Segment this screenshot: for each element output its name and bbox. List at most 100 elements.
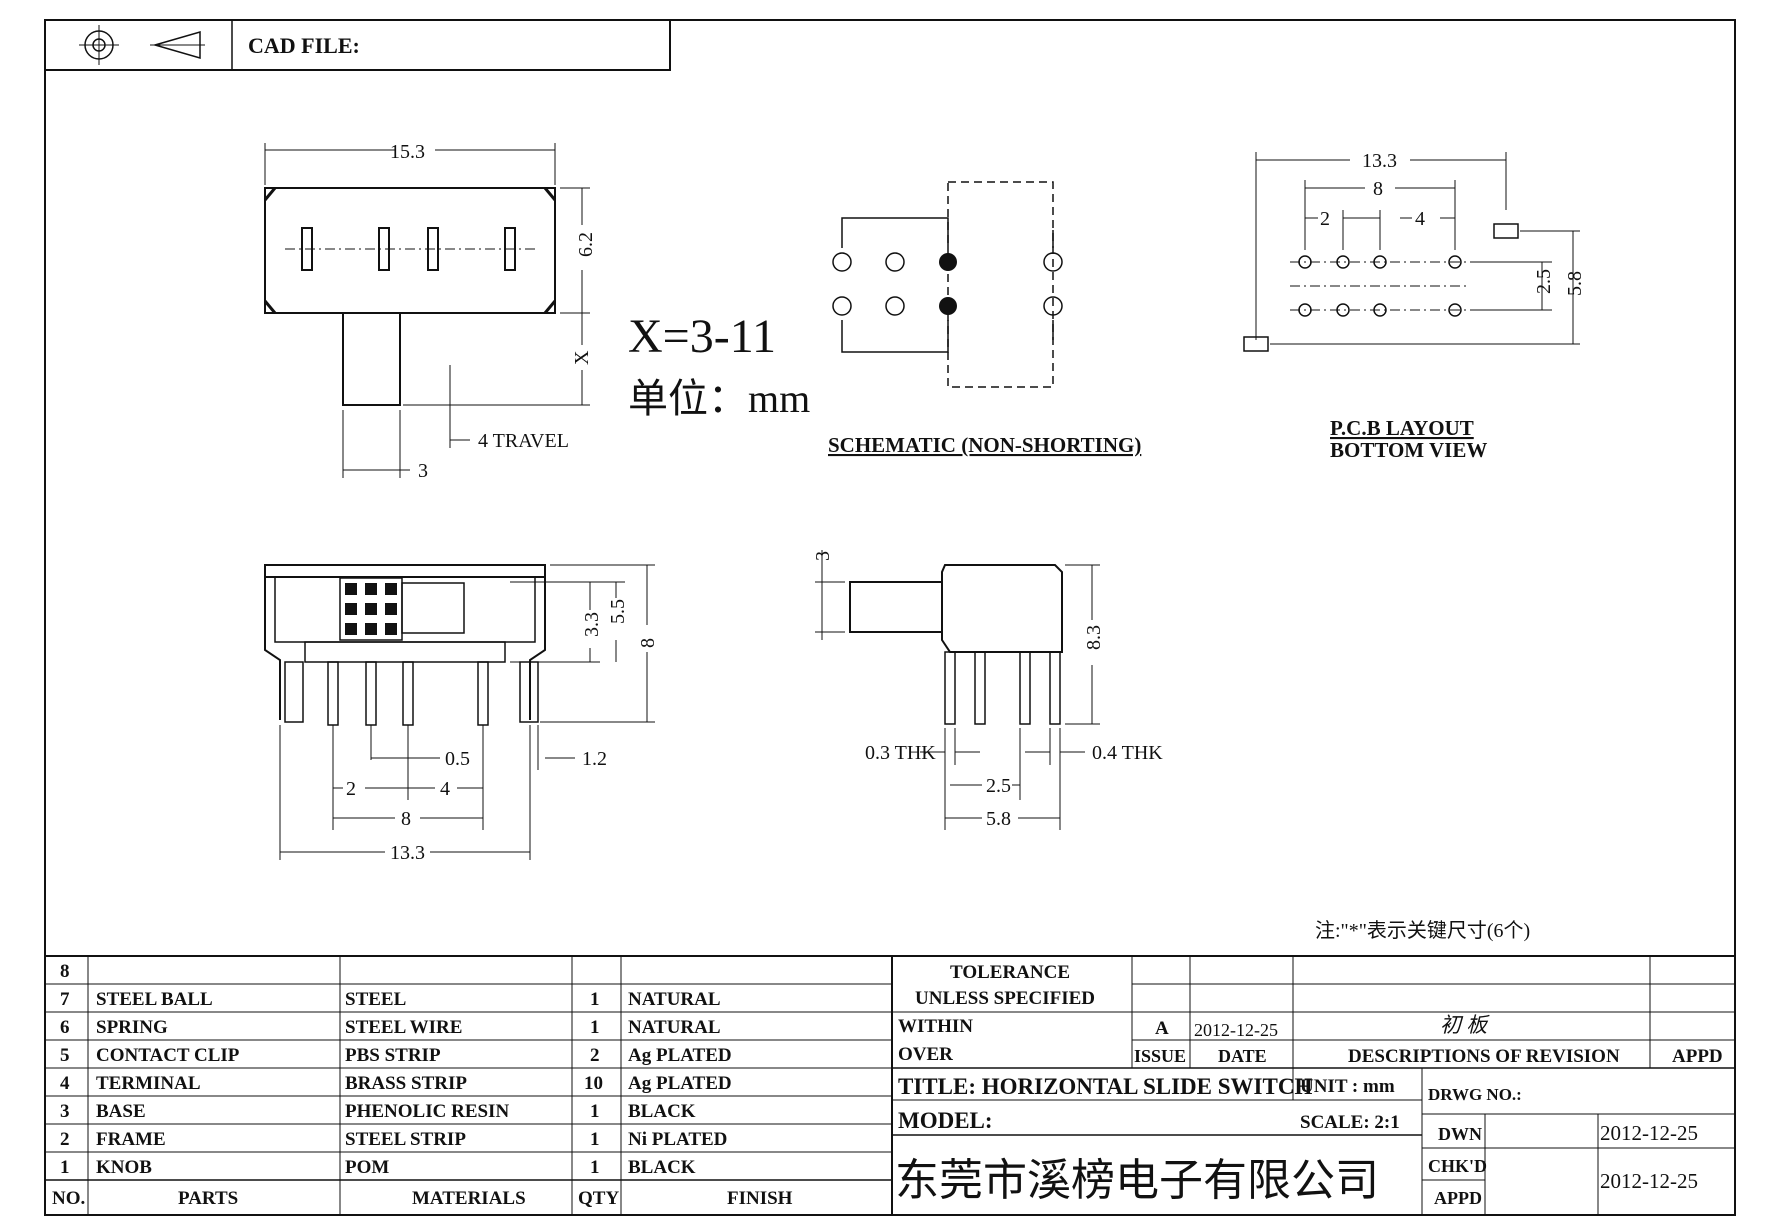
front-dim-total-width: 13.3	[390, 842, 425, 864]
svg-text:PHENOLIC RESIN: PHENOLIC RESIN	[345, 1101, 509, 1122]
svg-text:BLACK: BLACK	[628, 1101, 696, 1122]
dwn-date: 2012-12-25	[1600, 1121, 1698, 1145]
front-dim-pin: 0.5	[445, 748, 470, 770]
issue-value: A	[1155, 1018, 1169, 1039]
svg-text:8: 8	[60, 961, 70, 982]
svg-text:3: 3	[60, 1101, 70, 1122]
svg-text:1: 1	[590, 1017, 600, 1038]
pcb-layout: 13.3 8 2 4 2.5 5.8 P.C.B LAYOUT	[1243, 150, 1586, 462]
svg-text:STEEL WIRE: STEEL WIRE	[345, 1017, 462, 1038]
svg-text:STEEL: STEEL	[345, 989, 406, 1010]
side-dim-thk-left: 0.3 THK	[865, 742, 936, 764]
pcb-dim-outer: 5.8	[1564, 271, 1586, 296]
bom-row-6: 6 SPRING STEEL WIRE 1 NATURAL	[60, 1017, 721, 1038]
svg-text:CONTACT CLIP: CONTACT CLIP	[96, 1045, 240, 1066]
unit-label: UNIT : mm	[1300, 1076, 1395, 1097]
chk-date: 2012-12-25	[1600, 1169, 1698, 1193]
svg-text:FRAME: FRAME	[96, 1129, 166, 1150]
pcb-caption-1: P.C.B LAYOUT	[1330, 416, 1474, 440]
side-dim-height: 8.3	[1083, 625, 1105, 650]
svg-text:STEEL BALL: STEEL BALL	[96, 989, 213, 1010]
svg-text:2: 2	[590, 1045, 600, 1066]
pcb-dim-rows: 2.5	[1533, 269, 1555, 294]
svg-text:NATURAL: NATURAL	[628, 989, 721, 1010]
bom-row-3: 3 BASE PHENOLIC RESIN 1 BLACK	[60, 1101, 696, 1122]
pcb-dim-left: 2	[1320, 208, 1330, 230]
front-dim-mid: 5.5	[607, 599, 629, 624]
schematic: SCHEMATIC (NON-SHORTING)	[828, 181, 1141, 457]
svg-text:FINISH: FINISH	[727, 1188, 793, 1209]
within-label: WITHIN	[898, 1016, 973, 1037]
side-dim-knob: 3	[812, 551, 834, 561]
pcb-caption-2: BOTTOM VIEW	[1330, 438, 1487, 462]
svg-text:TERMINAL: TERMINAL	[96, 1073, 201, 1094]
svg-text:2: 2	[60, 1129, 70, 1150]
svg-text:10: 10	[584, 1073, 603, 1094]
front-dim-total: 8	[637, 638, 659, 648]
svg-text:NO.: NO.	[52, 1188, 85, 1209]
appd2-label: APPD	[1434, 1188, 1482, 1208]
side-dim-width: 5.8	[986, 808, 1011, 830]
unit-note: 单位：mm	[628, 376, 810, 421]
chkd-label: CHK'D	[1428, 1156, 1487, 1176]
svg-text:1: 1	[590, 1129, 600, 1150]
svg-text:POM: POM	[345, 1157, 389, 1178]
tolerance-line-1: TOLERANCE	[950, 962, 1070, 983]
appd-label: APPD	[1672, 1046, 1723, 1067]
tolerance-line-2: UNLESS SPECIFIED	[915, 988, 1095, 1009]
svg-text:BRASS STRIP: BRASS STRIP	[345, 1073, 467, 1094]
svg-text:BASE: BASE	[96, 1101, 146, 1122]
side-dim-thk-right: 0.4 THK	[1092, 742, 1163, 764]
svg-text:1: 1	[60, 1157, 70, 1178]
svg-text:KNOB: KNOB	[96, 1157, 152, 1178]
schematic-caption: SCHEMATIC (NON-SHORTING)	[828, 433, 1141, 457]
bom-table: 8 7 STEEL BALL STEEL 1 NATURAL 6 SPRING …	[45, 955, 1735, 1215]
svg-text:Ag PLATED: Ag PLATED	[628, 1073, 732, 1094]
front-dim-right: 4	[440, 778, 450, 800]
dim-top-height: 6.2	[575, 232, 597, 257]
pcb-dim-right: 4	[1415, 208, 1425, 230]
pcb-dim-inner: 8	[1373, 178, 1383, 200]
key-dimension-note: 注:"*"表示关键尺寸(6个)	[1315, 919, 1530, 942]
svg-text:NATURAL: NATURAL	[628, 1017, 721, 1038]
drawing-title: TITLE: HORIZONTAL SLIDE SWITCH	[898, 1074, 1312, 1099]
sheet-border	[44, 19, 1736, 1216]
svg-text:5: 5	[60, 1045, 70, 1066]
svg-text:Ag PLATED: Ag PLATED	[628, 1045, 732, 1066]
bom-row-5: 5 CONTACT CLIP PBS STRIP 2 Ag PLATED	[60, 1045, 732, 1066]
projection-symbol-icon	[79, 25, 205, 65]
dim-travel: 4 TRAVEL	[478, 430, 569, 452]
front-view: 3.3 5.5 8 0.5 1.2 2 4 8 13.3	[264, 564, 659, 864]
svg-text:1: 1	[590, 1157, 600, 1178]
svg-text:PBS STRIP: PBS STRIP	[345, 1045, 441, 1066]
svg-text:SPRING: SPRING	[96, 1017, 168, 1038]
date-label: DATE	[1218, 1046, 1267, 1066]
revision-desc-label: DESCRIPTIONS OF REVISION	[1348, 1046, 1620, 1067]
cad-file-label: CAD FILE:	[248, 33, 360, 58]
revision-description: 初 板	[1440, 1013, 1490, 1037]
svg-text:4: 4	[60, 1073, 70, 1094]
svg-text:1: 1	[590, 989, 600, 1010]
model-label: MODEL:	[898, 1108, 993, 1133]
svg-text:QTY: QTY	[578, 1188, 619, 1209]
svg-text:PARTS: PARTS	[178, 1188, 238, 1209]
svg-text:MATERIALS: MATERIALS	[412, 1188, 526, 1209]
svg-text:STEEL STRIP: STEEL STRIP	[345, 1129, 466, 1150]
dim-top-width: 15.3	[390, 141, 425, 163]
bom-header-row: NO. PARTS MATERIALS QTY FINISH	[52, 1188, 793, 1209]
bom-row-4: 4 TERMINAL BRASS STRIP 10 Ag PLATED	[60, 1073, 732, 1094]
bom-row-7: 7 STEEL BALL STEEL 1 NATURAL	[60, 989, 721, 1010]
side-view: 3 8.3 0.3 THK 0.4 THK 2.5 5.8	[812, 550, 1163, 830]
title-block: TOLERANCE UNLESS SPECIFIED WITHIN OVER A…	[892, 956, 1735, 1215]
pcb-dim-total: 13.3	[1362, 150, 1397, 172]
x-range-label: X=3-11	[628, 310, 776, 363]
issue-label: ISSUE	[1134, 1046, 1186, 1066]
top-view: 15.3 6.2 X 4 TRAVEL 3	[263, 141, 597, 482]
header-block: CAD FILE:	[44, 19, 671, 71]
front-dim-inner: 3.3	[581, 612, 603, 637]
front-dim-left: 2	[346, 778, 356, 800]
dim-knob-width: 3	[418, 460, 428, 482]
over-label: OVER	[898, 1044, 953, 1065]
dwn-label: DWN	[1438, 1124, 1482, 1144]
svg-text:7: 7	[60, 989, 70, 1010]
